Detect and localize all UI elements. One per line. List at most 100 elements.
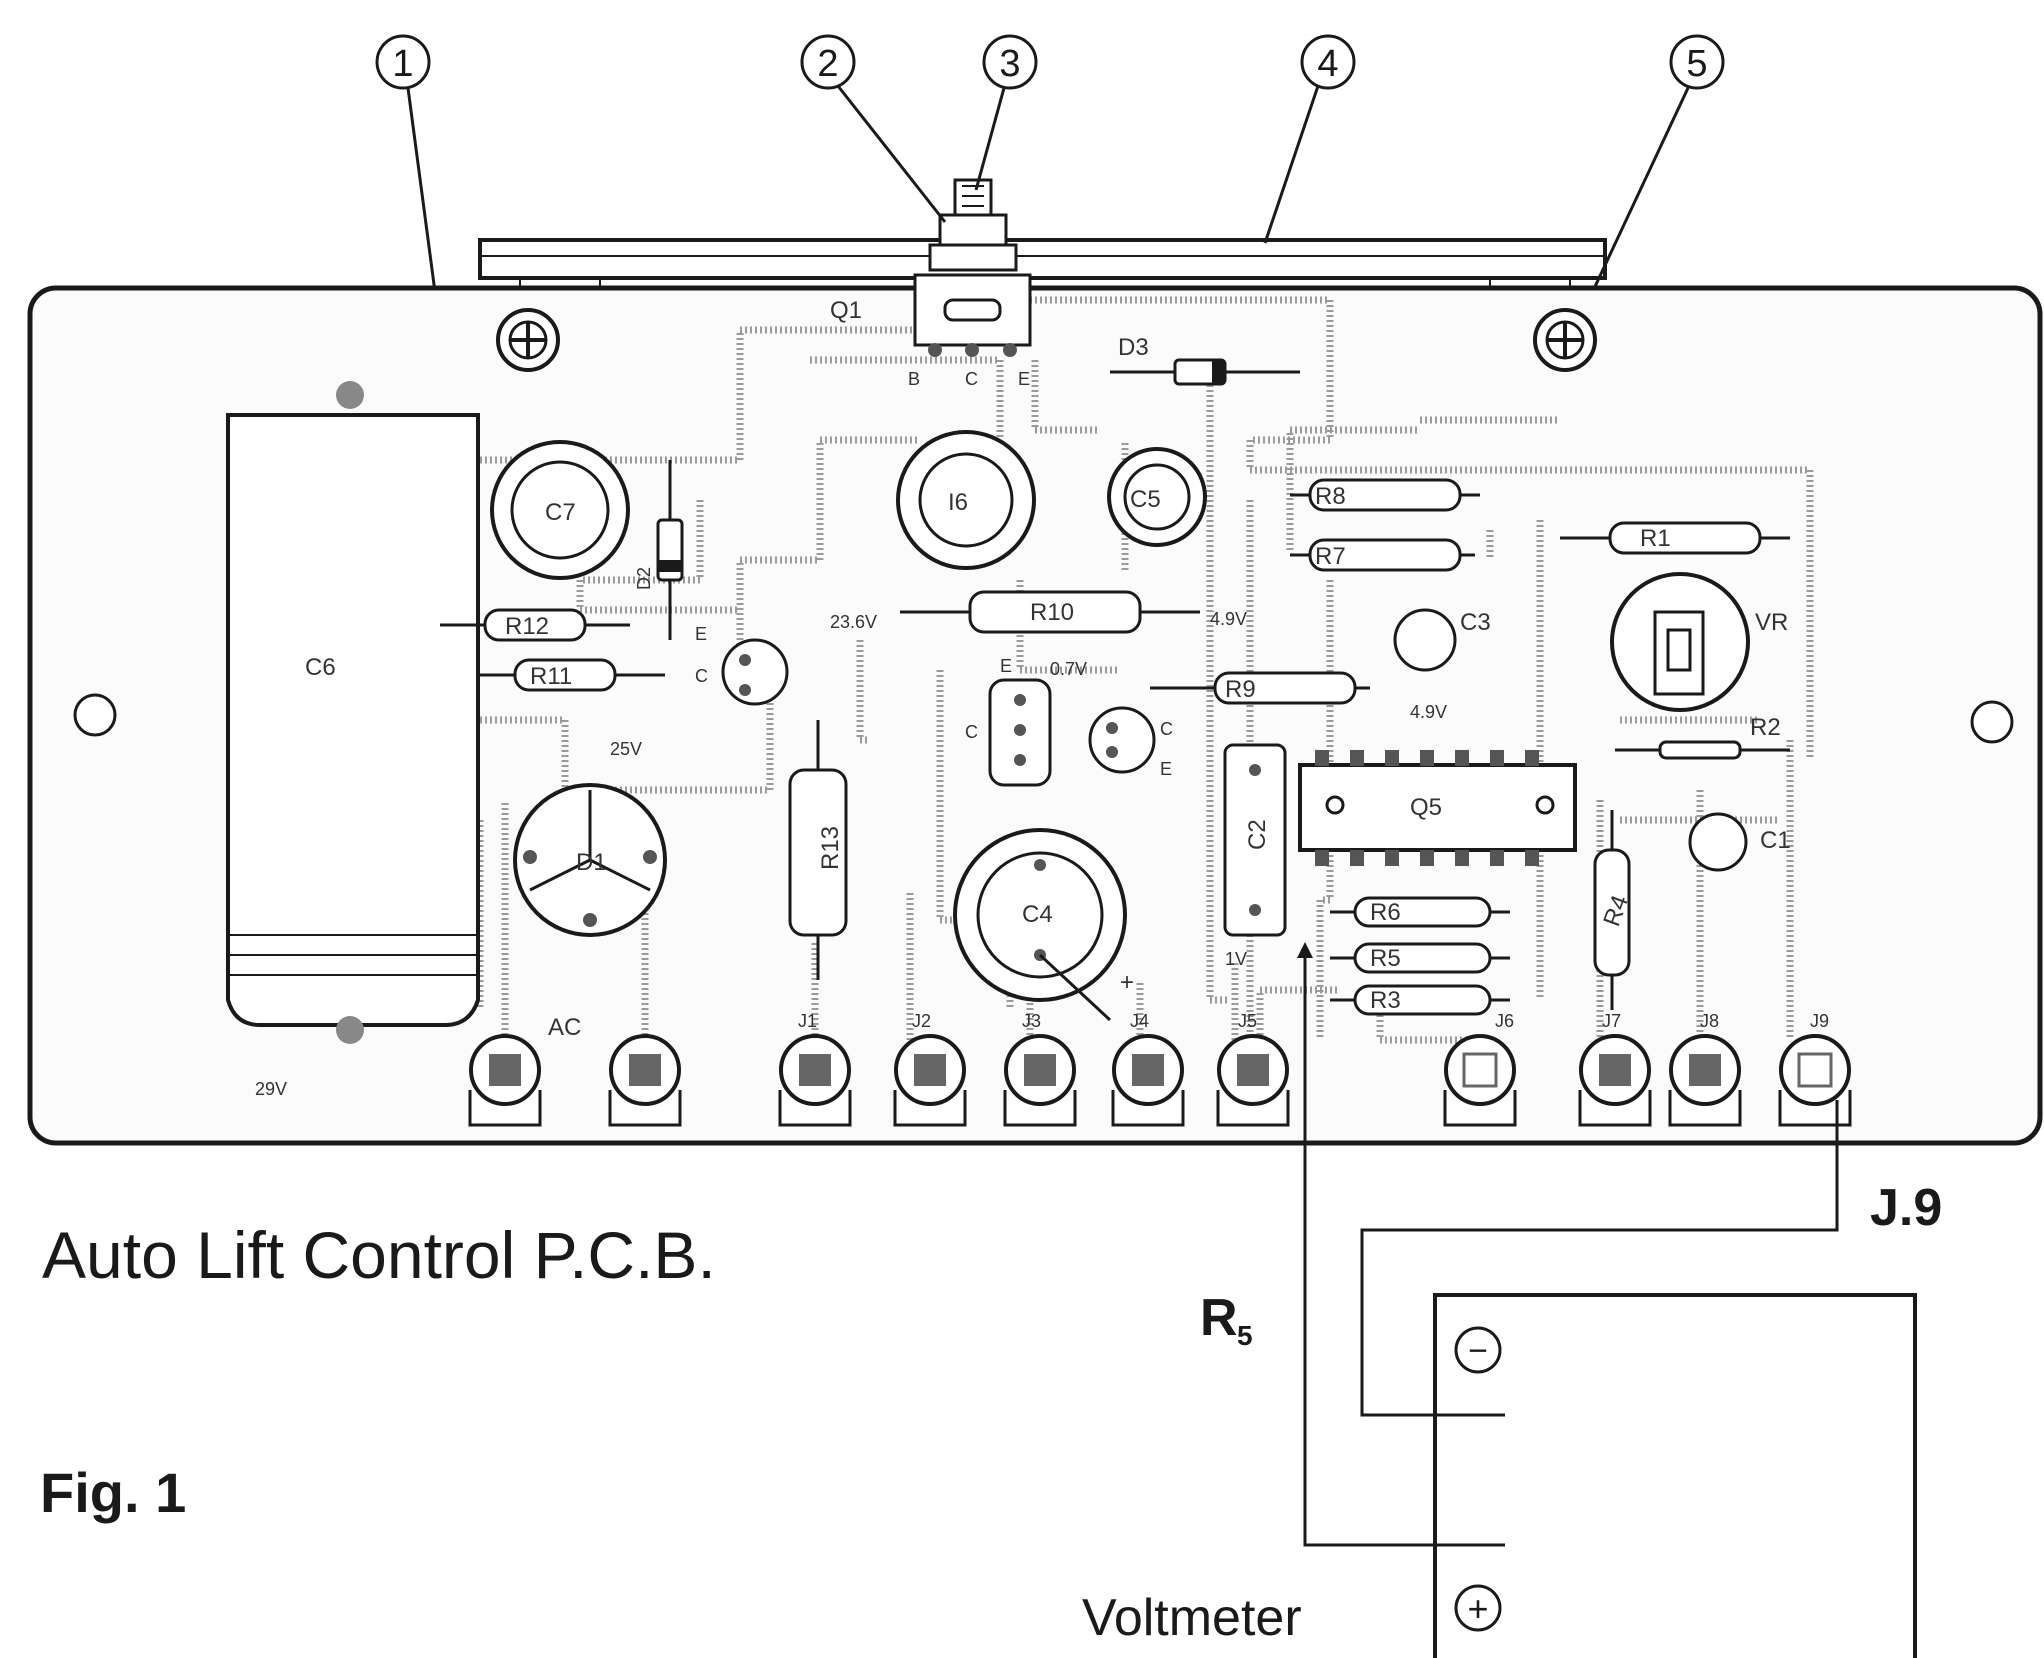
minus-terminal-icon [1454, 1326, 1502, 1374]
r3-label: R3 [1370, 987, 1401, 1014]
mount-hole-left [73, 693, 117, 737]
minus-symbol: − [1468, 1332, 1488, 1370]
c5-label: C5 [1130, 486, 1161, 513]
voltage-23v: 23.6V [830, 612, 877, 632]
terminal-j6 [1443, 1034, 1517, 1127]
transistor-a: E C 25V [610, 624, 789, 759]
r4-resistor: R4 [1593, 810, 1634, 1010]
vr-label: VR [1755, 609, 1788, 636]
r5-resistor: R5 [1330, 942, 1510, 974]
q1-pin-c: C [965, 369, 978, 389]
svg-text:3: 3 [999, 43, 1020, 85]
probe-label-j9: J.9 [1870, 1179, 1942, 1237]
voltage-29v: 29V [255, 1079, 287, 1099]
transistor-b-pin-c: C [965, 722, 978, 742]
q1-transistor: Q1 B C E [830, 273, 1032, 389]
r8-resistor: R8 [1290, 478, 1480, 512]
terminal-ac-1 [468, 1034, 542, 1127]
terminal-j4 [1111, 1034, 1185, 1127]
vr-potentiometer: VR [1610, 572, 1788, 712]
r2-resistor: R2 [1615, 714, 1790, 760]
callout-2: 2 [800, 34, 947, 223]
transistor-b: E C 0.7V [965, 656, 1087, 787]
r10-label: R10 [1030, 599, 1074, 626]
q5-pins-top [1315, 750, 1539, 766]
d2-diode: D2 [634, 460, 684, 640]
c4-capacitor: C4 + [953, 828, 1134, 1022]
transistor-a-pin-e: E [695, 624, 707, 644]
svg-text:1: 1 [392, 43, 413, 85]
c3-label: C3 [1460, 609, 1491, 636]
plus-symbol: + [1467, 1588, 1488, 1629]
terminal-j5-label: J5 [1238, 1011, 1257, 1031]
terminal-j3-label: J3 [1022, 1011, 1041, 1031]
transistor-c-pin-e: E [1160, 759, 1172, 779]
voltage-4-9v-b: 4.9V [1410, 702, 1447, 722]
r11-label: R11 [530, 663, 572, 690]
q5-label: Q5 [1410, 794, 1442, 821]
terminal-ac-2 [608, 1034, 682, 1127]
transistor-c-pin-c: C [1160, 719, 1173, 739]
svg-text:4: 4 [1317, 43, 1338, 85]
r7-resistor: R7 [1290, 538, 1475, 572]
terminal-ac-label: AC [548, 1014, 581, 1041]
terminal-j3 [1003, 1034, 1077, 1127]
q5-ic: Q5 [1298, 750, 1577, 866]
voltage-25v: 25V [610, 739, 642, 759]
r7-label: R7 [1315, 543, 1346, 570]
q5-pins-bottom [1315, 850, 1539, 866]
svg-text:5: 5 [1686, 43, 1707, 85]
mounting-bracket [478, 238, 1607, 291]
c6-label: C6 [305, 654, 336, 681]
terminal-j7-label: J7 [1602, 1011, 1621, 1031]
c1-label: C1 [1760, 827, 1791, 854]
svg-text:2: 2 [817, 43, 838, 85]
terminal-j9-label: J9 [1810, 1011, 1829, 1031]
r10-resistor: R10 23.6V 4.9V [830, 590, 1247, 634]
r3-resistor: R3 [1330, 984, 1510, 1016]
terminal-j2 [893, 1034, 967, 1127]
screw-right [1533, 308, 1597, 372]
transistor-c: C E [1088, 706, 1173, 779]
voltage-0-7v: 0.7V [1050, 659, 1087, 679]
q1-pin-e: E [1018, 369, 1030, 389]
terminal-row: AC J1 J2 J3 J4 [468, 1011, 1852, 1127]
d2-label: D2 [634, 567, 654, 590]
c4-plus-sign: + [1120, 969, 1134, 996]
r9-label: R9 [1225, 676, 1256, 703]
ic6-label: I6 [948, 489, 968, 516]
r13-label: R13 [817, 826, 844, 870]
c3-capacitor: C3 4.9V [1393, 608, 1491, 722]
callout-1: 1 [375, 34, 437, 293]
c2-capacitor: C2 1V [1223, 743, 1287, 969]
terminal-j1 [778, 1034, 852, 1127]
transistor-nut-stack [928, 178, 1018, 272]
terminal-j2-label: J2 [912, 1011, 931, 1031]
figure-label: Fig. 1 [40, 1461, 186, 1524]
terminal-j4-label: J4 [1130, 1011, 1149, 1031]
probe-wire-j9 [1360, 1100, 1839, 1417]
voltmeter-label: Voltmeter [1082, 1589, 1302, 1647]
r8-label: R8 [1315, 483, 1346, 510]
r13-resistor: R13 [788, 720, 848, 980]
diagram-title: Auto Lift Control P.C.B. [42, 1218, 716, 1292]
r12-label: R12 [505, 613, 549, 640]
ic6-component: I6 [896, 430, 1036, 570]
c5-capacitor: C5 [1107, 447, 1207, 547]
terminal-j1-label: J1 [798, 1011, 817, 1031]
probe-label-r5: R 5 [1200, 1289, 1253, 1351]
q1-label: Q1 [830, 297, 862, 324]
r1-label: R1 [1640, 525, 1671, 552]
c2-label: C2 [1244, 819, 1271, 850]
r1-resistor: R1 [1560, 521, 1790, 555]
terminal-j7 [1578, 1034, 1652, 1127]
transistor-b-pin-e: E [1000, 656, 1012, 676]
probe-wire-r5 [1297, 942, 1505, 1547]
voltmeter-box: − + [1433, 1293, 1917, 1658]
terminal-j6-label: J6 [1495, 1011, 1514, 1031]
d3-label: D3 [1118, 334, 1149, 361]
c7-capacitor: C7 [490, 440, 630, 580]
terminal-j8 [1668, 1034, 1742, 1127]
screw-left [496, 308, 560, 372]
